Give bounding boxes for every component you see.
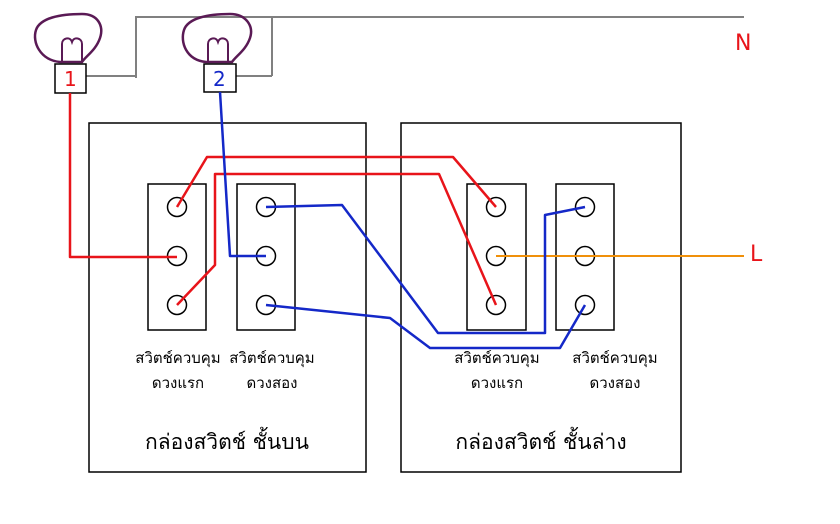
lower-switch-2-label-line1: สวิตช์ควบคุม: [572, 349, 657, 368]
bulb-1-icon: [33, 12, 103, 64]
lower-switch-1-label-line1: สวิตช์ควบคุม: [454, 349, 539, 368]
neutral-label: N: [735, 31, 751, 56]
upper-switch-1-label-line2: ดวงแรก: [152, 374, 204, 392]
lamp-1-socket: [54, 63, 87, 94]
lower-box-outline: [400, 122, 682, 473]
upper-box-title: กล่องสวิตช์ ชั้นบน: [145, 427, 309, 454]
upper-switch-box: สวิตช์ควบคุม ดวงแรก สวิตช์ควบคุม ดวงสอง …: [88, 122, 367, 473]
lamp-1-label: 1: [64, 67, 77, 91]
lower-s2-terminal-bottom: [574, 294, 596, 316]
lower-switch-2-label-line2: ดวงสอง: [590, 374, 641, 392]
lower-s1-terminal-bottom: [485, 294, 507, 316]
upper-switch-2-label-line1: สวิตช์ควบคุม: [229, 349, 314, 368]
lamp-2: 2: [181, 12, 253, 93]
filament-1-icon: [61, 37, 83, 62]
lower-switch-box: สวิตช์ควบคุม ดวงแรก สวิตช์ควบคุม ดวงสอง …: [400, 122, 682, 473]
lower-s1-terminal-top: [485, 196, 507, 218]
lower-box-title: กล่องสวิตช์ ชั้นล่าง: [455, 427, 626, 454]
upper-box-outline: [88, 122, 367, 473]
lamp-2-wiring: [218, 91, 587, 350]
lower-s2-terminal-top: [574, 196, 596, 218]
lamp-2-label: 2: [213, 67, 226, 91]
lamp-1-wiring: [68, 93, 498, 306]
upper-s1-terminal-bottom: [166, 294, 188, 316]
live-label: L: [750, 242, 763, 267]
lower-switch-1-label-line2: ดวงแรก: [471, 374, 523, 392]
filament-2-icon: [207, 37, 229, 62]
upper-s1-terminal-top: [166, 196, 188, 218]
upper-switch-2-label-line2: ดวงสอง: [247, 374, 298, 392]
neutral-wire: [86, 16, 744, 78]
bulb-2-icon: [181, 12, 253, 64]
lamp-1: 1: [33, 12, 103, 94]
upper-switch-1-label-line1: สวิตช์ควบคุม: [135, 349, 220, 368]
